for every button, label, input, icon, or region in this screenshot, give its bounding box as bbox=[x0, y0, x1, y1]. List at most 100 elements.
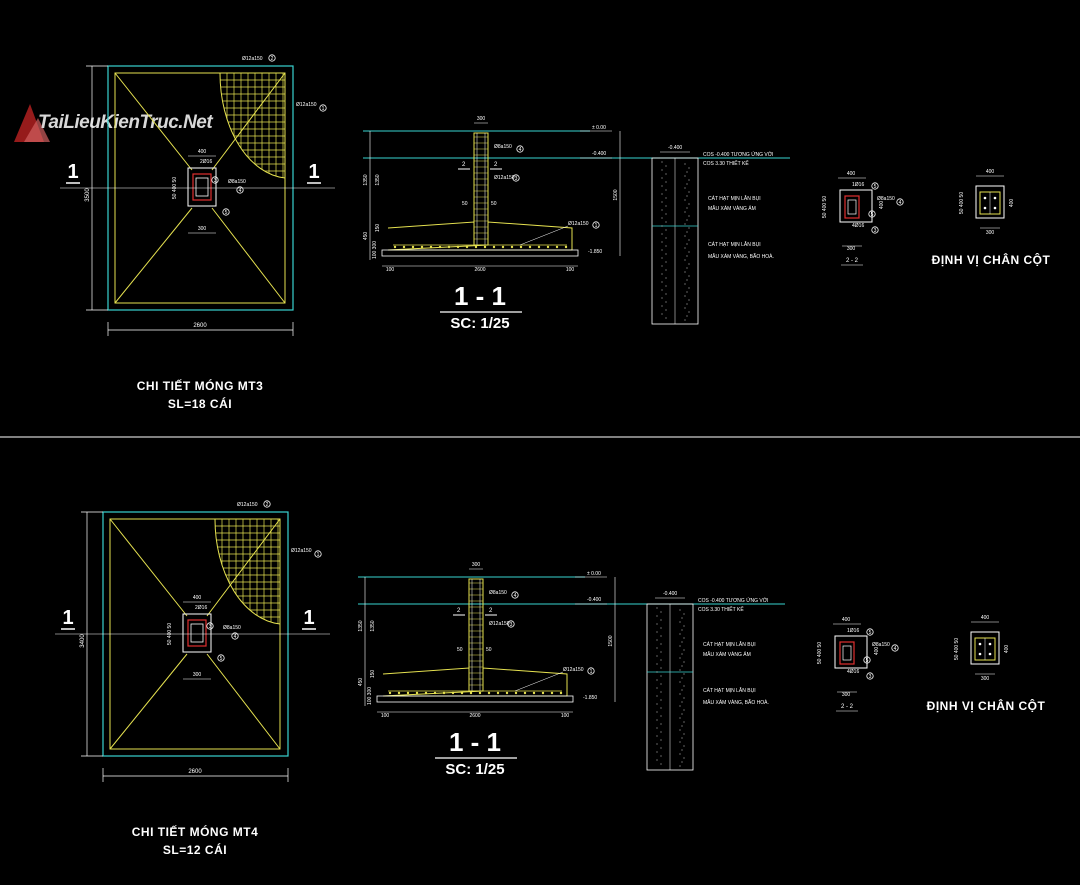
detail-dim-right: 400 bbox=[879, 201, 885, 210]
section-callout: 1 bbox=[595, 223, 598, 229]
soil-dot bbox=[684, 175, 686, 177]
rebar-dot bbox=[451, 691, 455, 695]
colpos-bar bbox=[993, 196, 997, 200]
soil-dot bbox=[660, 611, 662, 613]
soil-dot bbox=[683, 685, 685, 687]
plan-callout-circle bbox=[236, 186, 244, 194]
detail-dim-top: 400 bbox=[842, 617, 851, 623]
soil-dot bbox=[683, 613, 685, 615]
soil-dot bbox=[679, 729, 681, 731]
section-column bbox=[468, 578, 484, 692]
soil-dot bbox=[665, 245, 667, 247]
soil-dot bbox=[660, 707, 662, 709]
plan-diagonal bbox=[114, 207, 193, 304]
section-column bbox=[473, 132, 489, 246]
soil-dot bbox=[684, 211, 686, 213]
plan-callout-circle bbox=[263, 500, 271, 508]
rebar-dot bbox=[469, 691, 473, 695]
soil-dot bbox=[660, 723, 662, 725]
detail-label: Ø8a150 bbox=[877, 196, 895, 202]
soil-dot bbox=[686, 195, 688, 197]
section-dim-height: 1350 bbox=[358, 620, 364, 631]
soil-dot bbox=[661, 193, 663, 195]
rebar-dot bbox=[447, 245, 451, 249]
detail-callout: 5 bbox=[874, 184, 877, 190]
plan-callout: 4 bbox=[239, 188, 242, 194]
soil-dot bbox=[661, 201, 663, 203]
soil-dot bbox=[684, 283, 686, 285]
rebar-dot bbox=[442, 691, 446, 695]
soil-dot bbox=[665, 189, 667, 191]
soil-dot bbox=[679, 753, 681, 755]
plan-callout-circle bbox=[314, 550, 322, 558]
leader-line bbox=[519, 225, 569, 246]
rebar-dot bbox=[510, 245, 514, 249]
rebar-dot bbox=[424, 691, 428, 695]
section-mark-left: 1 bbox=[67, 161, 78, 183]
soil-dot bbox=[661, 281, 663, 283]
rebar-dot bbox=[550, 691, 554, 695]
rebar-dot bbox=[528, 245, 532, 249]
colpos-outer bbox=[975, 185, 1005, 219]
level-second: -0.400 bbox=[592, 151, 606, 157]
soil-dot bbox=[661, 289, 663, 291]
plan-col-dim-side: 50 400 50 bbox=[167, 623, 173, 645]
soil-dot bbox=[681, 725, 683, 727]
section-title: 1 - 1 bbox=[454, 281, 506, 311]
soil-dot bbox=[656, 735, 658, 737]
soil-dot bbox=[681, 629, 683, 631]
section-rebar-label: Ø12a150 bbox=[563, 667, 584, 673]
detail-outer bbox=[839, 189, 873, 223]
plan-diagonal bbox=[109, 518, 188, 617]
rebar-grid bbox=[214, 519, 280, 624]
section-rebar-label: Ø12a150 bbox=[494, 175, 515, 181]
detail-callout-circle bbox=[891, 644, 899, 652]
detail-callout-circle bbox=[871, 182, 879, 190]
colpos-dim-bottom: 300 bbox=[981, 676, 990, 682]
section-footing bbox=[387, 221, 573, 251]
detail-dim-bottom: 300 bbox=[847, 246, 856, 252]
soil-dot bbox=[661, 209, 663, 211]
soil-dot bbox=[656, 671, 658, 673]
section-dim-height: 150 bbox=[370, 670, 376, 679]
detail-callout: 3 bbox=[869, 674, 872, 680]
rebar-dot bbox=[501, 245, 505, 249]
level-bottom: -1.850 bbox=[588, 249, 602, 255]
soil-dot bbox=[679, 705, 681, 707]
colpos-outer bbox=[970, 631, 1000, 665]
section-col-dim: 50 bbox=[462, 201, 468, 207]
rebar-dot bbox=[411, 245, 415, 249]
colpos-dim-side: 50 400 50 bbox=[954, 638, 960, 660]
section-callout: 4 bbox=[514, 593, 517, 599]
section-rebar-label: Ø12a150 bbox=[489, 621, 510, 627]
level-second: -0.400 bbox=[587, 597, 601, 603]
detail-callout: 4 bbox=[894, 646, 897, 652]
rebar-dot bbox=[541, 691, 545, 695]
section-callout-circle bbox=[512, 174, 520, 182]
soil-layer-label: MẪU XÁM VÀNG, BÃO HOÀ. bbox=[703, 699, 769, 706]
soil-dot bbox=[660, 747, 662, 749]
detail-dim-side: 50 400 50 bbox=[817, 642, 823, 664]
soil-dot bbox=[665, 301, 667, 303]
plan-callout-circle bbox=[231, 632, 239, 640]
detail-callout: 3 bbox=[874, 228, 877, 234]
soil-dot bbox=[681, 617, 683, 619]
soil-dot bbox=[665, 261, 667, 263]
section-mark-2: 2 bbox=[489, 608, 493, 614]
soil-dot bbox=[688, 203, 690, 205]
colpos-dim-side: 50 400 50 bbox=[959, 192, 965, 214]
section-col-dim: 50 bbox=[486, 647, 492, 653]
soil-dot bbox=[665, 173, 667, 175]
rebar-dot bbox=[397, 691, 401, 695]
soil-dot bbox=[656, 703, 658, 705]
plan-callout: 2 bbox=[271, 56, 274, 62]
soil-dot bbox=[679, 741, 681, 743]
rebar-dot bbox=[393, 245, 397, 249]
soil-dot bbox=[679, 681, 681, 683]
plan-diagonal bbox=[206, 518, 281, 617]
detail-inner bbox=[847, 199, 857, 215]
soil-dot bbox=[686, 255, 688, 257]
soil-dot bbox=[665, 309, 667, 311]
